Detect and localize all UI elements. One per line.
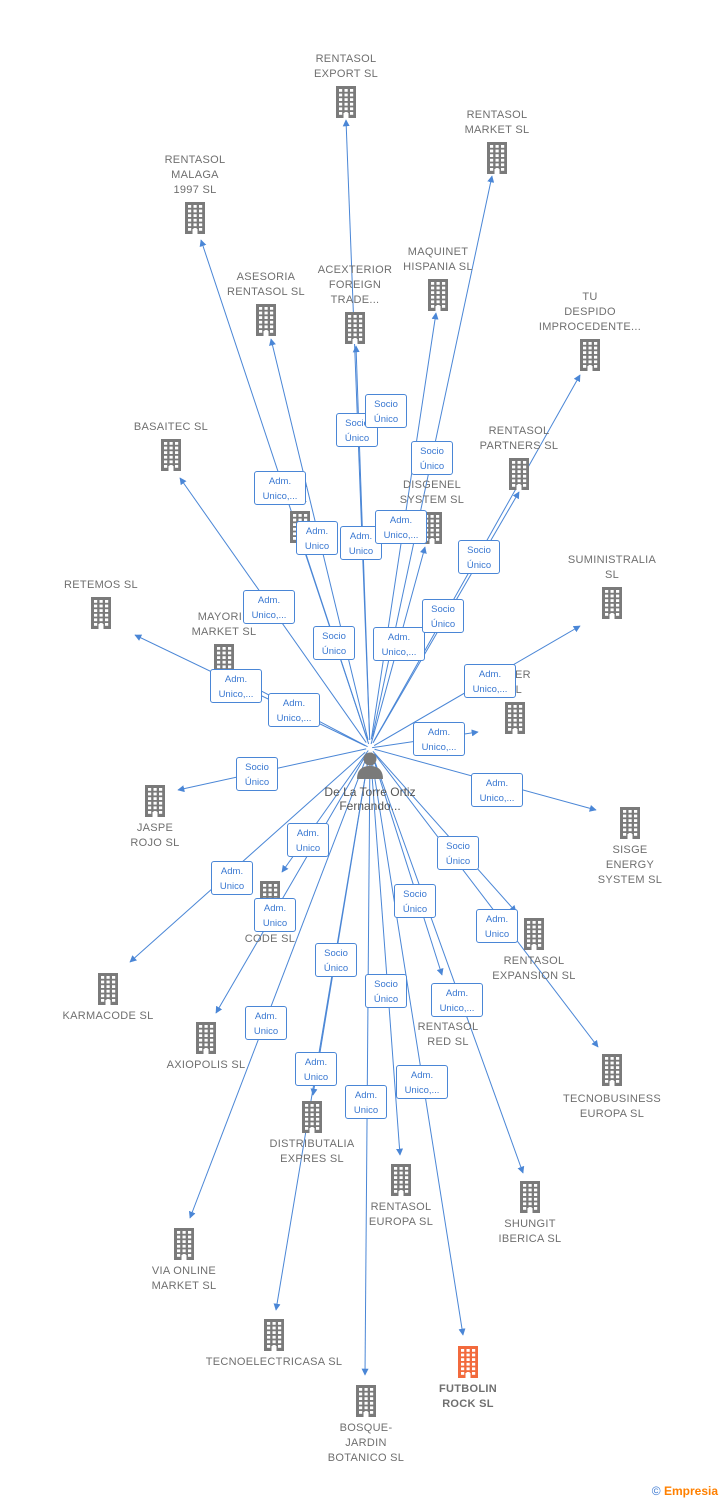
company-label: RENTASOL MARKET SL xyxy=(464,109,530,136)
role-badge: Adm. Unico,... xyxy=(210,669,262,703)
company-label: SISGE ENERGY SYSTEM SL xyxy=(597,844,663,886)
edge-rentasol-red xyxy=(370,752,444,976)
company-label: RENTASOL MALAGA 1997 SL xyxy=(164,154,226,196)
role-badge: Adm. Unico,... xyxy=(373,627,425,661)
edge-rentasol-europa xyxy=(370,756,404,1156)
role-badge: Socio Único xyxy=(422,599,464,633)
role-badge: Socio Único xyxy=(365,974,407,1008)
company-label: VIA ONLINE MARKET SL xyxy=(151,1265,217,1292)
role-badge: Adm. Unico,... xyxy=(375,510,427,544)
edge-futbolin-rock xyxy=(371,759,466,1336)
role-badge: Socio Único xyxy=(411,441,453,475)
company-label: RENTASOL EUROPA SL xyxy=(368,1201,434,1228)
role-badge: Socio Único xyxy=(313,626,355,660)
building-icon xyxy=(331,85,361,119)
center-person-name: De La Torre Ortiz Fernando... xyxy=(324,785,416,813)
edge-via-online xyxy=(188,757,367,1219)
role-badge: Adm. Unico,... xyxy=(431,983,483,1017)
company-label: FUTBOLIN ROCK SL xyxy=(438,1383,497,1410)
role-badge: Adm. Unico,... xyxy=(396,1065,448,1099)
edge-bosque-jardin xyxy=(361,760,371,1376)
building-icon xyxy=(482,141,512,175)
role-badge: Socio Único xyxy=(458,540,500,574)
company-label: RENTASOL EXPANSION SL xyxy=(492,955,576,982)
role-badge: Socio Único xyxy=(437,836,479,870)
company-label: TECNOBUSINESS EUROPA SL xyxy=(562,1093,662,1120)
company-label: KARMACODE SL xyxy=(62,1010,154,1022)
brand-logo: © Empresia xyxy=(651,1484,718,1498)
building-icon xyxy=(351,1384,381,1418)
company-label: AXIOPOLIS SL xyxy=(166,1059,246,1071)
role-badge: Adm. Unico,... xyxy=(464,664,516,698)
company-label: JASPE ROJO SL xyxy=(130,822,180,849)
company-label: DISGENEL SYSTEM SL xyxy=(399,479,465,506)
role-badge: Adm. Unico xyxy=(287,823,329,857)
building-icon xyxy=(140,784,170,818)
company-label: TECNOELECTRICASA SL xyxy=(205,1356,343,1368)
company-label: MAYORIN MARKET SL xyxy=(191,611,257,638)
building-icon xyxy=(597,586,627,620)
role-badge: Socio Único xyxy=(236,757,278,791)
role-badge: Adm. Unico,... xyxy=(268,693,320,727)
company-label: BASAITEC SL xyxy=(133,421,209,433)
building-icon xyxy=(386,1163,416,1197)
building-icon xyxy=(156,438,186,472)
role-badge: Adm. Unico,... xyxy=(243,590,295,624)
building-icon xyxy=(575,338,605,372)
role-badge: Socio Único xyxy=(394,884,436,918)
building-icon xyxy=(597,1053,627,1087)
role-badge: Socio Único xyxy=(365,394,407,428)
role-badge: Adm. Unico xyxy=(295,1052,337,1086)
edge-tecnobusiness xyxy=(374,753,599,1048)
company-label: ASESORIA RENTASOL SL xyxy=(227,271,305,298)
building-icon xyxy=(93,972,123,1006)
edge-rentasol-expansion xyxy=(372,750,517,913)
role-badge: Adm. Unico xyxy=(254,898,296,932)
role-badge: Adm. Unico,... xyxy=(471,773,523,807)
edge-tecnoelectricasa xyxy=(273,759,369,1311)
building-icon xyxy=(615,806,645,840)
company-label: SHUNGIT IBERICA SL xyxy=(498,1218,562,1245)
company-label: RENTASOL RED SL xyxy=(417,1021,479,1048)
role-badge: Adm. Unico,... xyxy=(254,471,306,505)
building-icon xyxy=(180,201,210,235)
edge-shungit xyxy=(372,756,525,1174)
role-badge: Adm. Unico xyxy=(211,861,253,895)
building-icon xyxy=(453,1345,483,1379)
person-icon xyxy=(357,752,383,779)
building-icon xyxy=(423,278,453,312)
company-label: RETEMOS SL xyxy=(64,579,138,591)
role-badge: Adm. Unico xyxy=(345,1085,387,1119)
company-label: BOSQUE- JARDIN BOTANICO SL xyxy=(327,1422,405,1464)
role-badge: Socio Único xyxy=(315,943,357,977)
company-label: DISTRIBUTALIA EXPRES SL xyxy=(269,1138,355,1165)
company-label: TU DESPIDO IMPROCEDENTE... xyxy=(538,291,642,333)
company-label: RENTASOL EXPORT SL xyxy=(313,53,379,80)
building-icon xyxy=(500,701,530,735)
company-label: SUMINISTRALIA SL xyxy=(567,554,657,581)
role-badge: Adm. Unico xyxy=(476,909,518,943)
company-label: MAQUINET HISPANIA SL xyxy=(403,246,473,273)
edge-karmacode xyxy=(129,751,366,963)
building-icon xyxy=(251,303,281,337)
building-icon xyxy=(209,643,239,677)
company-label: RENTASOL PARTNERS SL xyxy=(479,425,559,452)
building-icon xyxy=(169,1227,199,1261)
building-icon xyxy=(86,596,116,630)
role-badge: Adm. Unico,... xyxy=(413,722,465,756)
building-icon xyxy=(297,1100,327,1134)
building-icon xyxy=(191,1021,221,1055)
building-icon xyxy=(515,1180,545,1214)
company-label: ACEXTERIOR FOREIGN TRADE... xyxy=(317,264,393,306)
building-icon xyxy=(340,311,370,345)
role-badge: Adm. Unico xyxy=(245,1006,287,1040)
building-icon xyxy=(519,917,549,951)
building-icon xyxy=(259,1318,289,1352)
role-badge: Adm. Unico xyxy=(296,521,338,555)
building-icon xyxy=(504,457,534,491)
edge-axiopolis xyxy=(215,753,368,1014)
